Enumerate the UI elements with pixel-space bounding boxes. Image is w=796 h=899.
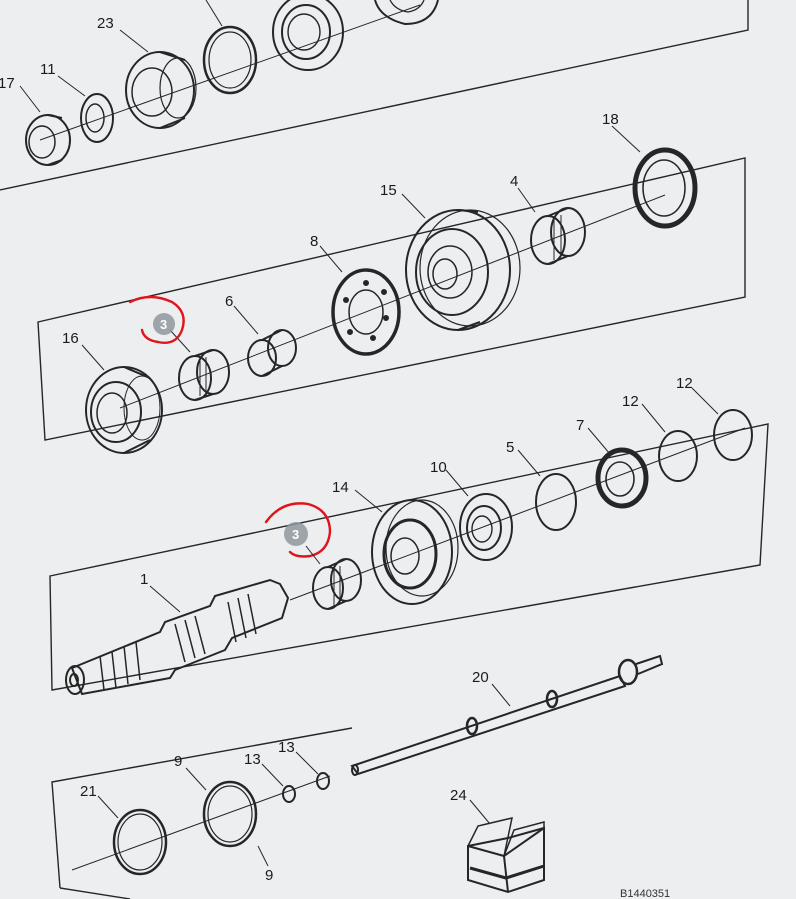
label-4: 4: [510, 173, 518, 190]
part-12-ring-a: [658, 430, 698, 482]
part-9-snap-ring: [202, 780, 258, 848]
label-1: 1: [140, 571, 148, 588]
label-11: 11: [40, 61, 56, 78]
part-17-nut: [25, 114, 71, 166]
group-a-leaders: [81, 125, 641, 371]
label-14: 14: [332, 479, 349, 496]
part-7-bearing: [595, 447, 649, 509]
group-c-leader-20: [491, 683, 511, 707]
label-9-top: 9: [174, 753, 182, 770]
label-12-b: 12: [676, 375, 693, 392]
part-4-spacer: [530, 207, 586, 265]
top-group-frame: [0, 0, 749, 191]
label-24: 24: [450, 787, 467, 804]
label-17: 17: [0, 75, 15, 92]
label-5: 5: [506, 439, 514, 456]
part-6-sleeve: [247, 329, 297, 377]
part-12-ring-b: [713, 409, 753, 461]
group-b-leaders: [149, 387, 719, 613]
group-b-axis: [289, 427, 746, 601]
label-16: 16: [62, 330, 79, 347]
top-gear-partial: [374, 0, 439, 26]
label-3-mid: 3: [292, 527, 299, 542]
label-21: 21: [80, 783, 97, 800]
label-13-a: 13: [244, 751, 261, 768]
label-18: 18: [602, 111, 619, 128]
part-8-plate: [331, 268, 401, 356]
part-24-kit-box: [467, 816, 545, 894]
reference-code: B1440351: [620, 888, 670, 899]
part-23-collar: [125, 51, 197, 129]
part-1-shaft: [65, 578, 290, 696]
part-21-snap-ring: [112, 808, 168, 876]
top-ring: [202, 25, 258, 95]
part-13-small-ring-a: [282, 785, 296, 803]
group-c-frame: [51, 727, 353, 899]
group-b-frame: [49, 423, 769, 691]
part-16-bearing: [85, 366, 163, 454]
label-8: 8: [310, 233, 318, 250]
top-leaders: [19, 0, 223, 113]
part-15-large-bearing: [405, 209, 521, 331]
part-5-ring: [535, 473, 577, 531]
top-bearing: [272, 0, 344, 71]
callout-3-mid: 3: [264, 502, 332, 565]
part-10-bearing: [459, 493, 513, 561]
label-6: 6: [225, 293, 233, 310]
label-23: 23: [97, 15, 114, 32]
part-14-gear: [371, 499, 459, 605]
label-10: 10: [430, 459, 447, 476]
label-13-b: 13: [278, 739, 295, 756]
label-3-top: 3: [160, 317, 167, 332]
label-7: 7: [576, 417, 584, 434]
label-15: 15: [380, 182, 397, 199]
label-20: 20: [472, 669, 489, 686]
label-12-a: 12: [622, 393, 639, 410]
group-a-frame: [37, 157, 746, 441]
part-3-mid-spacer: [312, 558, 362, 610]
part-18-seal: [632, 147, 698, 229]
label-9-bottom: 9: [265, 867, 273, 884]
part-13-small-ring-b: [316, 772, 330, 790]
part-3-top-spacer: [178, 349, 230, 401]
group-c-leaders: [97, 751, 491, 867]
part-20-rod: [350, 654, 664, 776]
part-11-nut: [80, 93, 114, 143]
callout-3-top: 3: [128, 295, 185, 344]
